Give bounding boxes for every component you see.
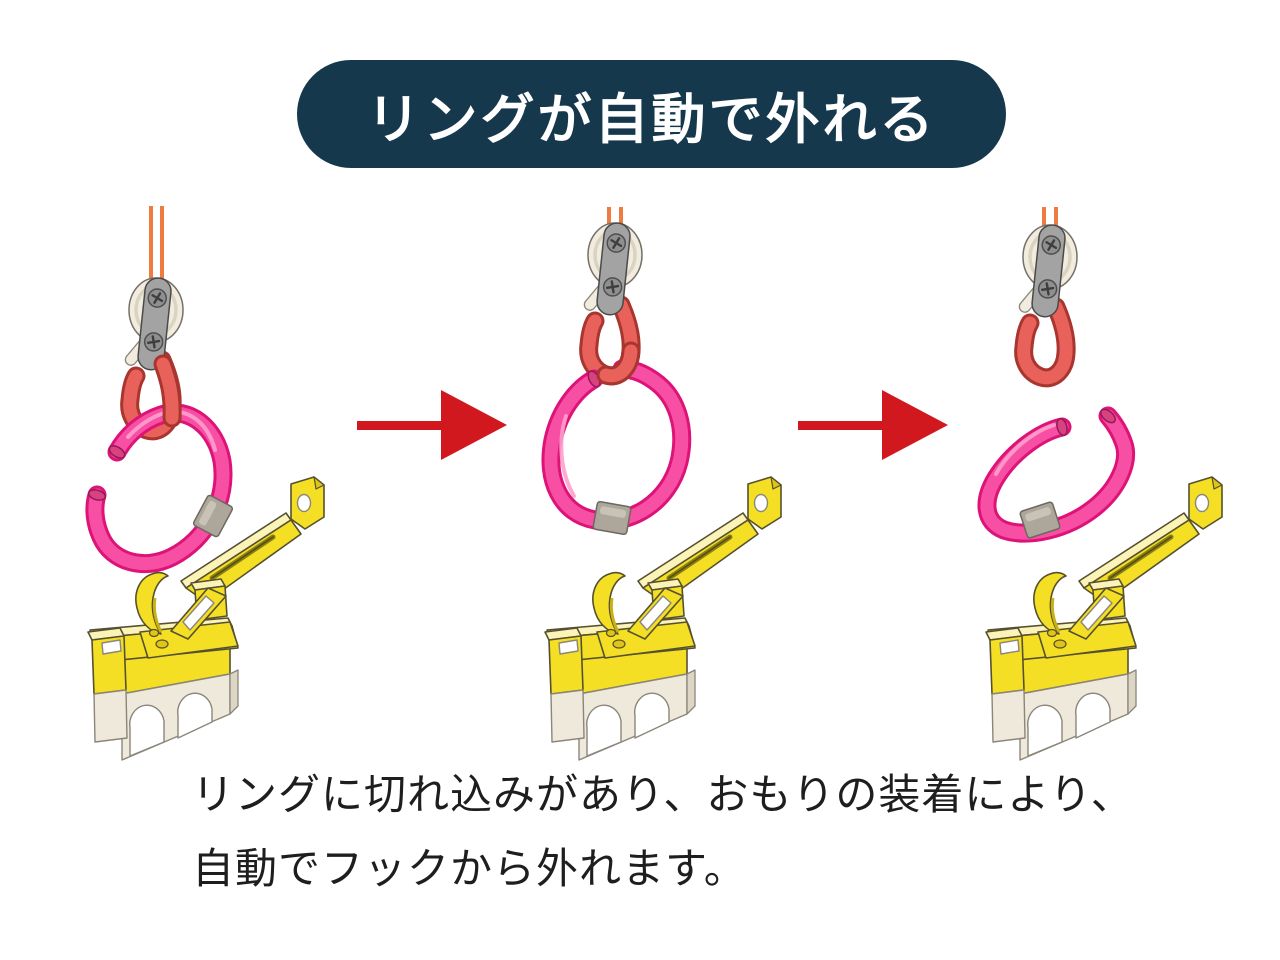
caption-line-2: 自動でフックから外れます。 [192, 845, 747, 892]
banner-label: リングが自動で外れる [366, 89, 937, 150]
arrow-right-icon-1 [357, 390, 507, 460]
crane-hook-pulley-icon [1017, 224, 1077, 378]
lifting-ring [85, 403, 234, 574]
step-3-figure [977, 207, 1222, 760]
ring-collar [592, 500, 632, 536]
ring-collar [1019, 501, 1061, 539]
hook-front-overlap [596, 341, 641, 386]
hook-front-overlap [153, 354, 182, 428]
caption-text: リングに切れ込みがあり、おもりの装着により、 自動でフックから外れます。 [192, 758, 1134, 906]
caption-line-1: リングに切れ込みがあり、おもりの装着により、 [192, 771, 1134, 818]
lifting-ring [977, 406, 1135, 543]
title-banner: リングが自動で外れる [297, 60, 1006, 168]
lifting-ring [541, 359, 692, 536]
step-1-figure [85, 206, 324, 760]
step-2-figure [541, 207, 781, 760]
ring-collar [192, 494, 234, 538]
arrow-right-icon-2 [798, 390, 948, 460]
